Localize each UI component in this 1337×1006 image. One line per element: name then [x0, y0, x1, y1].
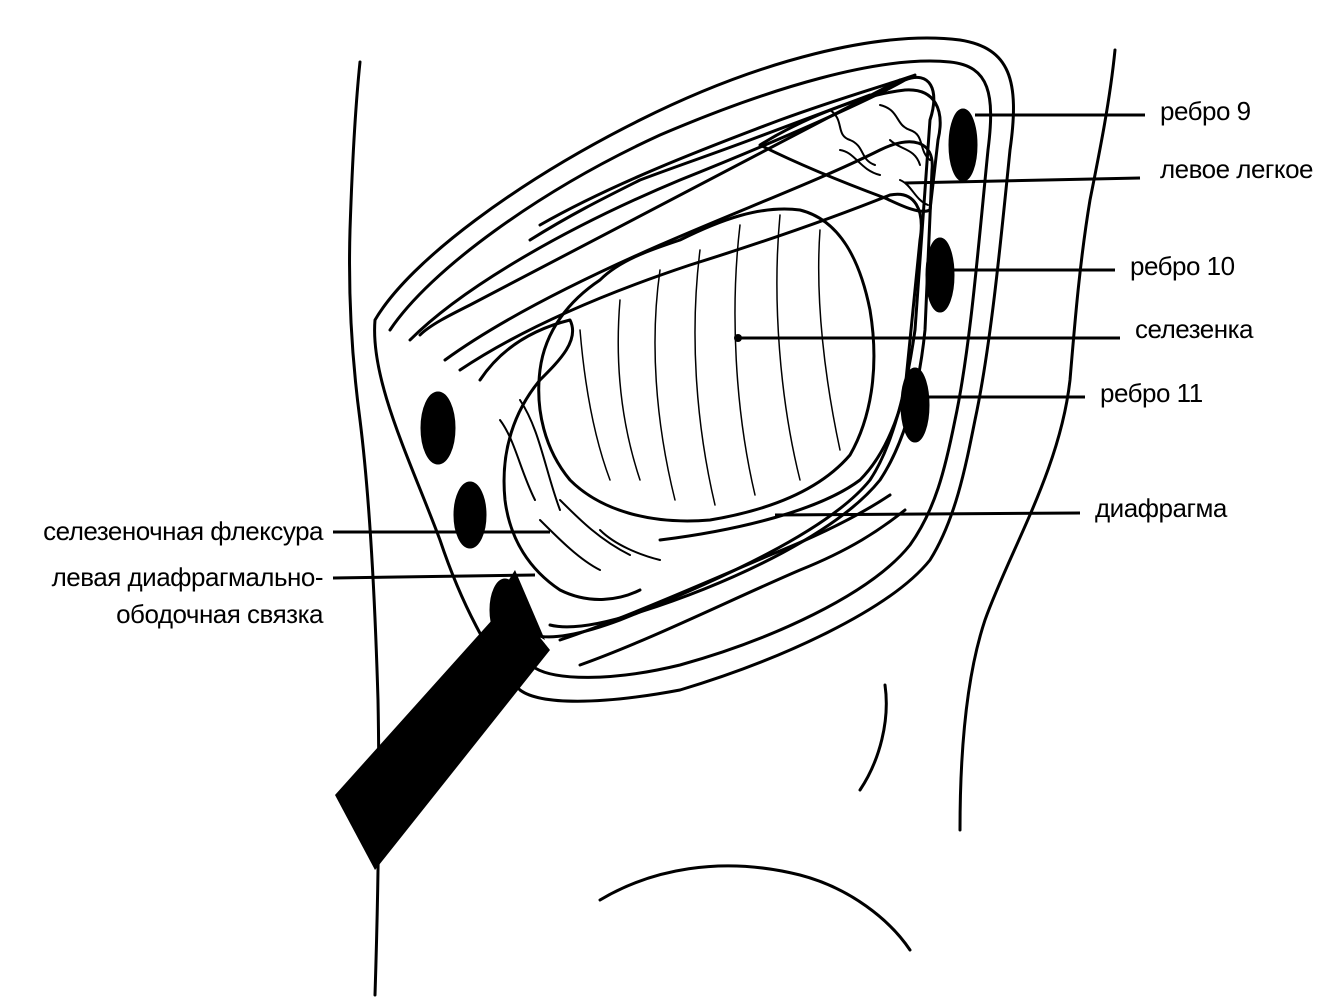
rib-left-2	[453, 481, 487, 549]
laparoscope	[335, 600, 550, 870]
hip-line	[858, 683, 888, 792]
spleen-texture	[579, 214, 841, 506]
lung-texture	[829, 104, 931, 206]
rib-11	[900, 367, 930, 443]
label-diaphragm: диафрагма	[1095, 493, 1228, 523]
label-spleen: селезенка	[1135, 314, 1254, 344]
rib-9	[948, 108, 978, 182]
lower-fascia-2	[578, 508, 907, 667]
leader-ligament	[332, 573, 536, 580]
flexure-texture	[499, 399, 661, 571]
spleen-outline	[537, 207, 876, 523]
wall-layer-2	[388, 59, 993, 679]
label-ligament-line1: левая диафрагмально-	[52, 562, 323, 592]
label-rib9: ребро 9	[1160, 96, 1251, 126]
muscle-layer	[538, 73, 917, 227]
lower-fascia	[558, 493, 892, 642]
body-outline-right	[958, 48, 1117, 832]
cavity-outer	[408, 76, 936, 639]
laparoscope-tip	[490, 570, 545, 640]
leader-lung	[904, 176, 1141, 185]
diaphragm-curve	[458, 192, 923, 542]
lung-outline	[758, 88, 942, 213]
label-rib11: ребро 11	[1100, 378, 1203, 408]
spleen-pointer-dot	[734, 334, 742, 342]
hip-curve	[598, 864, 912, 952]
leader-diaphragm	[774, 511, 1081, 517]
label-ligament-line2: ободочная связка	[116, 599, 324, 629]
rib-left-1	[420, 391, 456, 465]
label-left-lung: левое легкое	[1160, 154, 1313, 184]
label-splenic-flexure: селезеночная флексура	[43, 516, 324, 546]
flexure-outline	[478, 318, 642, 601]
fascia-line	[418, 78, 902, 337]
label-rib10: ребро 10	[1130, 251, 1235, 281]
rib-10	[925, 237, 955, 313]
